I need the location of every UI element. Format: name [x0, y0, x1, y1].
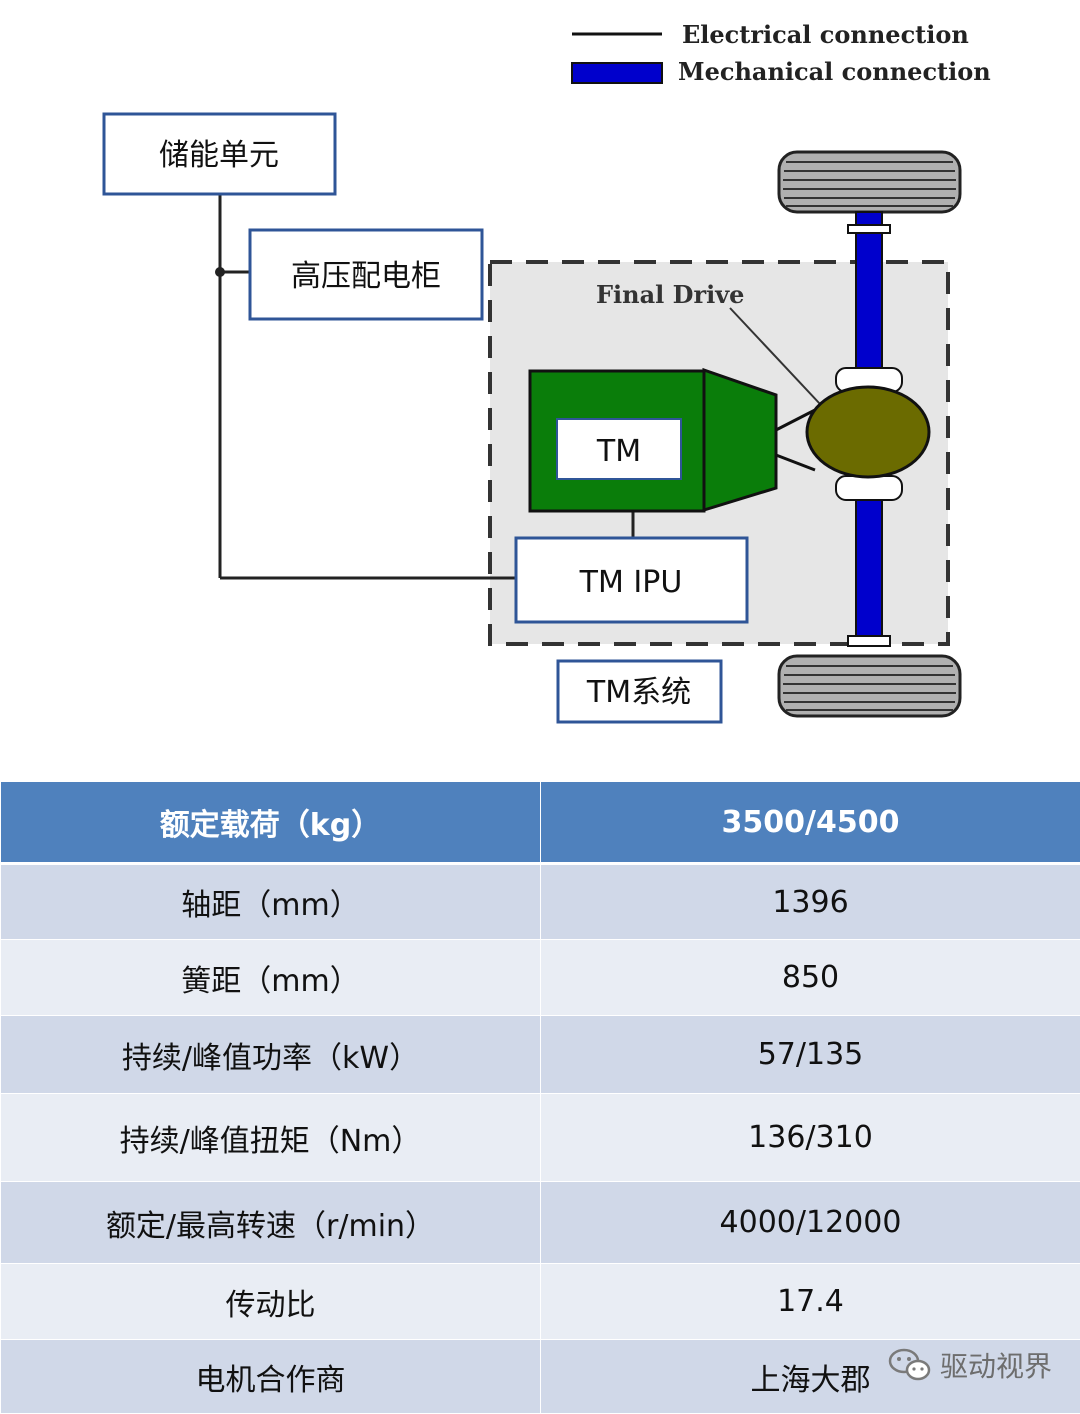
tm-ipu-label: TM IPU: [579, 565, 683, 600]
powertrain-diagram: Electrical connection Mechanical connect…: [0, 0, 1080, 770]
tm-system-label: TM系统: [586, 675, 691, 710]
param-cell: 轴距（mm）: [1, 864, 541, 940]
value-cell: 4000/12000: [541, 1182, 1080, 1264]
watermark: 驱动视界: [888, 1345, 1052, 1385]
rear-axle-collar: [848, 636, 890, 646]
header-cell-param: 额定载荷（kg）: [1, 782, 541, 864]
electrical-legend-label: Electrical connection: [682, 20, 969, 49]
param-cell: 传动比: [1, 1264, 541, 1340]
wire-junction: [215, 267, 225, 277]
value-cell: 1396: [541, 864, 1080, 940]
front-axle-shaft: [856, 212, 882, 372]
rear-wheel: [779, 656, 960, 716]
value-cell: 17.4: [541, 1264, 1080, 1340]
tm-label: TM: [596, 434, 641, 469]
wechat-icon: [888, 1347, 932, 1383]
header-cell-value: 3500/4500: [541, 782, 1080, 864]
watermark-text: 驱动视界: [940, 1345, 1052, 1385]
mechanical-legend-swatch: [572, 63, 662, 83]
hv-cabinet-box: 高压配电柜: [250, 230, 482, 319]
rear-axle-shaft: [856, 498, 882, 638]
table-row: 轴距（mm） 1396: [1, 864, 1080, 940]
table-row: 持续/峰值扭矩（Nm） 136/310: [1, 1094, 1080, 1182]
mechanical-legend-label: Mechanical connection: [678, 57, 991, 86]
param-cell: 额定/最高转速（r/min）: [1, 1182, 541, 1264]
tm-box: TM: [557, 419, 681, 479]
table-row: 传动比 17.4: [1, 1264, 1080, 1340]
value-cell: 850: [541, 940, 1080, 1016]
hv-cabinet-label: 高压配电柜: [291, 259, 441, 294]
table-row: 额定/最高转速（r/min） 4000/12000: [1, 1182, 1080, 1264]
param-cell: 持续/峰值功率（kW）: [1, 1016, 541, 1094]
spec-table: 额定载荷（kg） 3500/4500 轴距（mm） 1396 簧距（mm） 85…: [0, 781, 1080, 1414]
final-drive-label: Final Drive: [596, 280, 744, 309]
storage-unit-box: 储能单元: [104, 114, 335, 194]
front-wheel: [779, 152, 960, 212]
legend: Electrical connection Mechanical connect…: [572, 20, 991, 86]
table-row: 持续/峰值功率（kW） 57/135: [1, 1016, 1080, 1094]
diff-housing-bottom: [836, 476, 902, 500]
value-cell: 57/135: [541, 1016, 1080, 1094]
gearbox-cone: [704, 370, 776, 510]
table-header-row: 额定载荷（kg） 3500/4500: [1, 782, 1080, 864]
table-row: 簧距（mm） 850: [1, 940, 1080, 1016]
front-axle-collar: [848, 225, 890, 233]
value-cell: 136/310: [541, 1094, 1080, 1182]
param-cell: 持续/峰值扭矩（Nm）: [1, 1094, 541, 1182]
tm-ipu-box: TM IPU: [516, 538, 747, 622]
param-cell: 簧距（mm）: [1, 940, 541, 1016]
param-cell: 电机合作商: [1, 1340, 541, 1414]
tm-system-box: TM系统: [558, 661, 721, 722]
storage-unit-label: 储能单元: [159, 138, 279, 173]
final-drive-differential: [807, 387, 929, 477]
